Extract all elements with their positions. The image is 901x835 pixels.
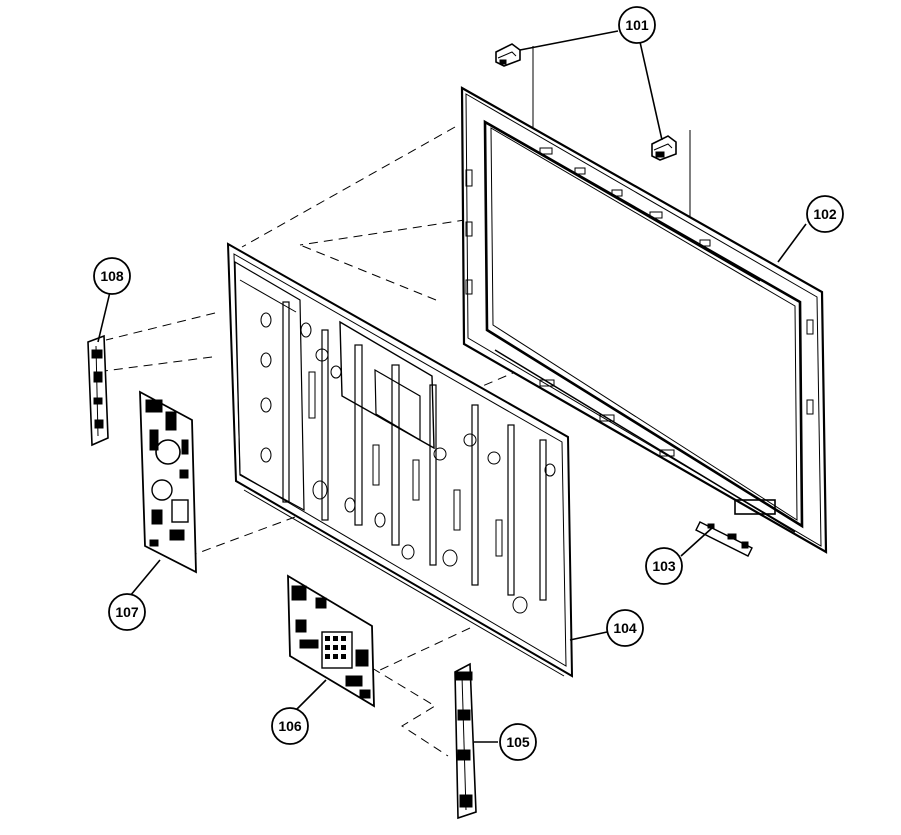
callout-101: 101 [618,6,656,44]
clip-part-101-left [495,43,521,67]
projection-line [299,244,437,301]
callout-label-104: 104 [613,620,637,636]
callouts: 101 102 103 104 105 106 107 108 [93,6,844,761]
projection-line [189,516,296,557]
side-bracket-part-105 [454,662,477,820]
projection-line [105,312,216,341]
callout-104: 104 [606,609,644,647]
callout-108: 108 [93,257,131,295]
projection-line [241,126,456,248]
callout-label-107: 107 [115,604,139,620]
projection-line [103,356,213,372]
power-board-part-107 [139,390,197,574]
leader-lines [97,30,807,743]
callout-106: 106 [271,707,309,745]
callout-label-101: 101 [625,17,649,33]
front-bezel-part-102 [460,86,828,554]
callout-107: 107 [108,593,146,631]
callout-label-106: 106 [278,718,302,734]
callout-label-105: 105 [506,734,530,750]
small-board-part-108 [87,334,109,447]
projection-line [371,667,449,757]
projection-line [379,627,471,671]
callout-label-103: 103 [652,558,676,574]
chip-grid [325,636,346,659]
callout-103: 103 [645,547,683,585]
callout-label-102: 102 [813,206,837,222]
callout-105: 105 [499,723,537,761]
rear-chassis-part-104 [226,242,574,678]
signal-board-part-106 [287,574,375,708]
callout-label-108: 108 [100,268,124,284]
callout-102: 102 [806,195,844,233]
switch-board-part-103 [695,521,753,557]
clip-part-101-right [651,135,677,161]
